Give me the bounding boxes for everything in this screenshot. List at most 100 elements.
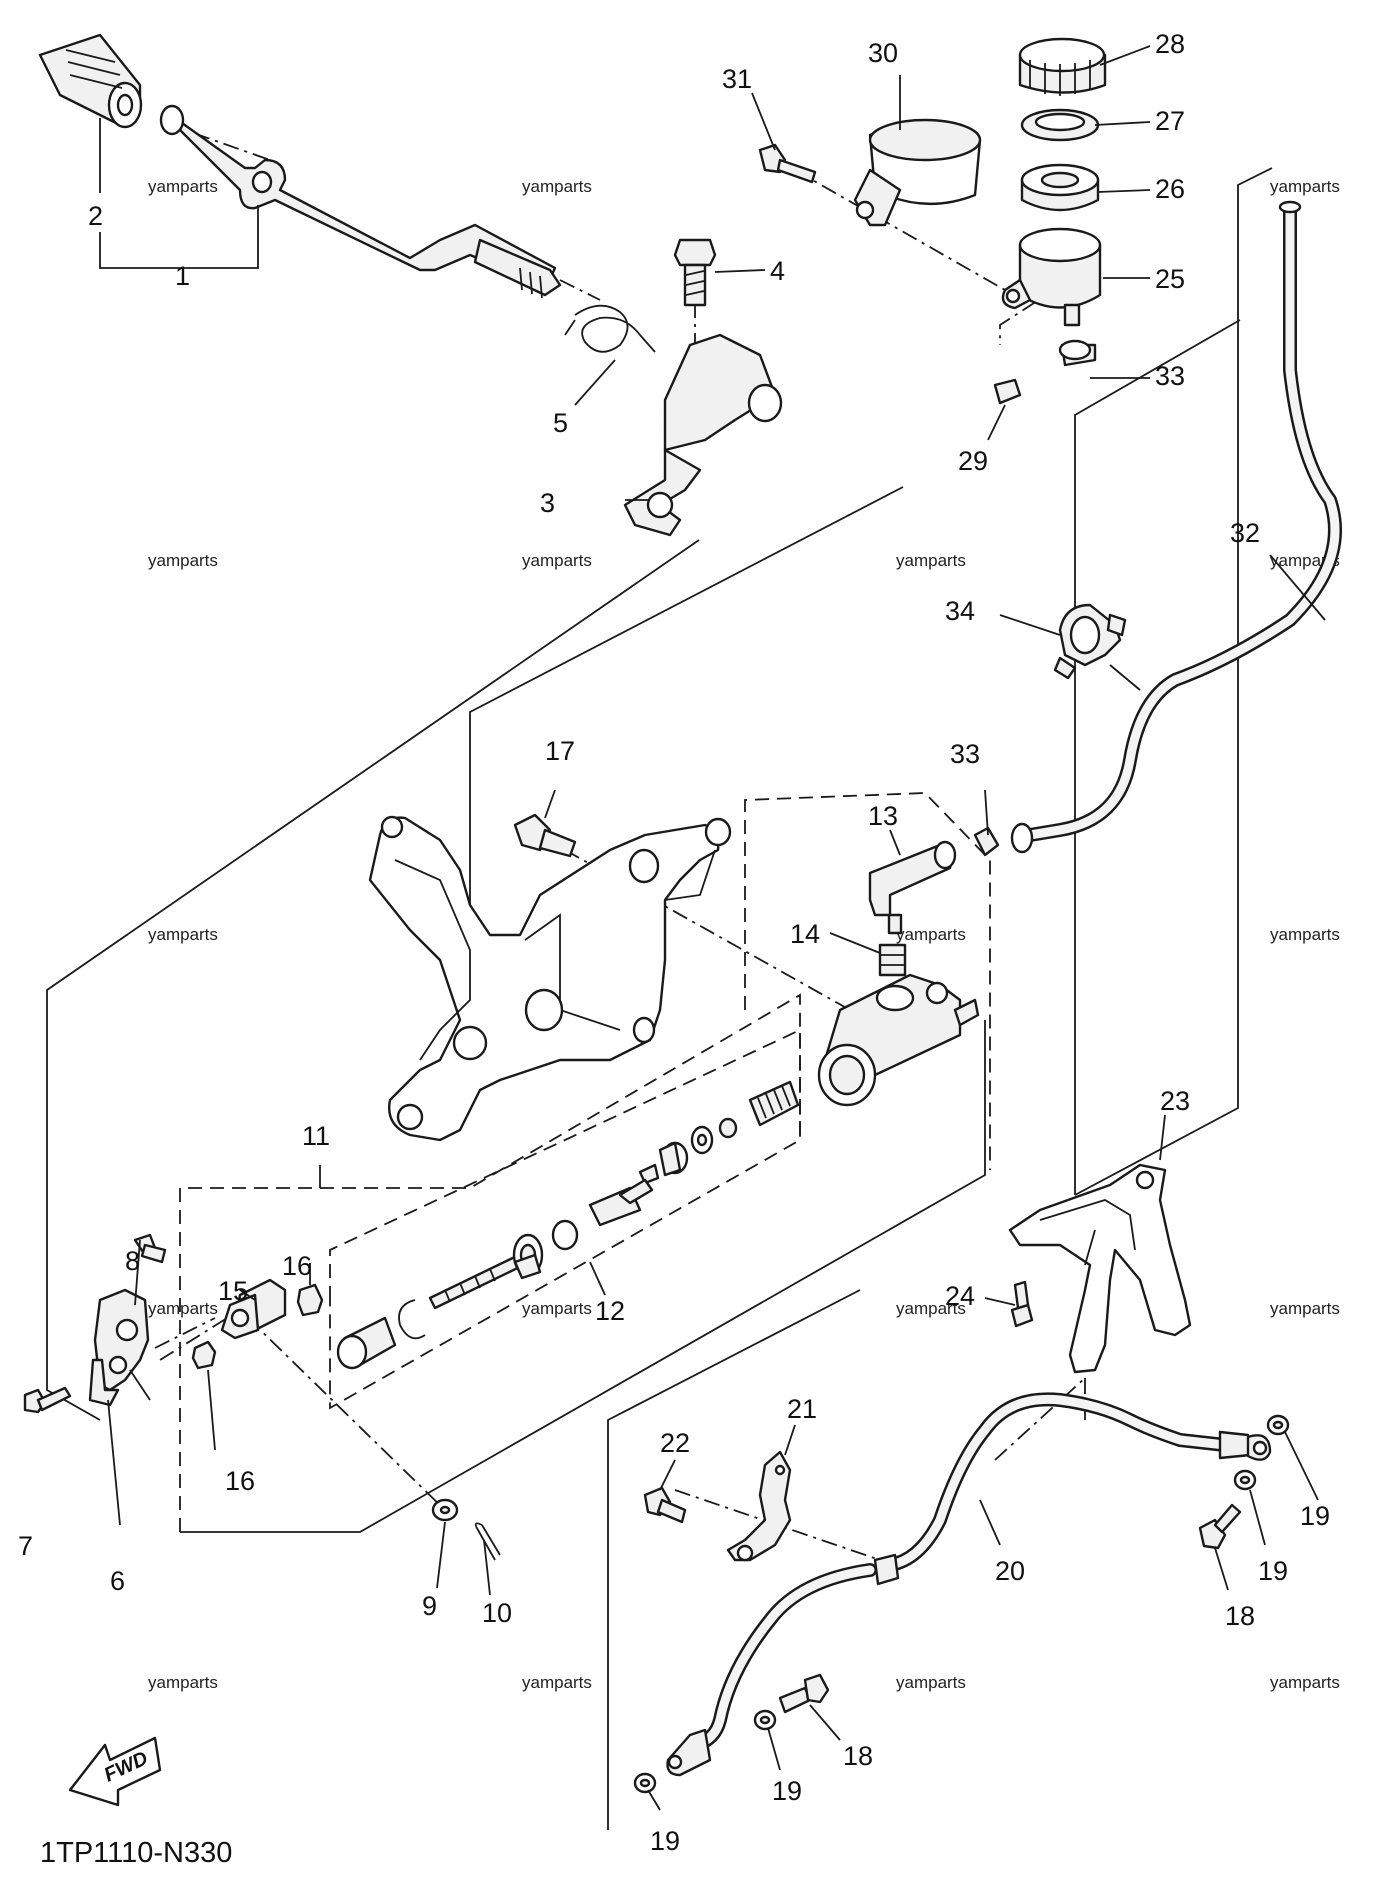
arm-bolt [23, 1386, 72, 1414]
hex-nut [296, 1283, 324, 1317]
reservoir-holder [853, 118, 982, 227]
leader-lines [99, 45, 1326, 1811]
callout-number: 14 [790, 919, 820, 949]
watermark-text: yamparts [1270, 1673, 1340, 1692]
callout-number: 28 [1155, 29, 1185, 59]
forward-arrow-icon: FWD [68, 1736, 162, 1807]
pedal-bracket [623, 333, 783, 537]
callout-number: 3 [540, 488, 555, 518]
watermark-text: yamparts [522, 1673, 592, 1692]
callout-number: 17 [545, 736, 575, 766]
plain-washer [431, 1498, 459, 1522]
copper-washer [1266, 1414, 1290, 1436]
callout-number: 12 [595, 1296, 625, 1326]
callout-number: 33 [950, 739, 980, 769]
callout-number: 34 [945, 596, 975, 626]
watermark-text: yamparts [522, 551, 592, 570]
hose-holder [726, 1450, 792, 1562]
shift-pedal-lever [159, 104, 562, 299]
hose-guide [1008, 1163, 1192, 1374]
watermark-text: yamparts [148, 1299, 218, 1318]
watermark-text: yamparts [148, 925, 218, 944]
hose-clip [973, 826, 1000, 857]
watermark-text: yamparts [1270, 1299, 1340, 1318]
copper-washer [633, 1772, 657, 1794]
kit-outline-11 [179, 993, 801, 1532]
flange-bolt [673, 238, 717, 307]
callout-number: 9 [422, 1591, 437, 1621]
watermark-grid: yamparts yamparts yamparts yamparts yamp… [148, 177, 1340, 1692]
watermark-text: yamparts [148, 1673, 218, 1692]
callout-number: 15 [218, 1276, 248, 1306]
callout-number: 27 [1155, 106, 1185, 136]
callout-number: 5 [553, 408, 568, 438]
guide-bolt [1010, 1280, 1034, 1328]
callout-number: 21 [787, 1394, 817, 1424]
piston-kit [336, 1080, 800, 1370]
axis-line [994, 1377, 1086, 1461]
callout-number: 20 [995, 1556, 1025, 1586]
axis-line [154, 1317, 216, 1349]
brake-arm [88, 1288, 150, 1407]
return-spring [564, 304, 656, 353]
watermark-text: yamparts [896, 1673, 966, 1692]
hose-clip [1058, 339, 1097, 367]
callout-labels: 2 1 3 4 5 6 7 8 9 10 11 12 13 14 15 16 1… [18, 29, 1330, 1856]
watermark-text: yamparts [148, 551, 218, 570]
callout-number: 31 [722, 64, 752, 94]
axis-line [164, 122, 271, 161]
watermark-text: yamparts [896, 925, 966, 944]
assembly-line [607, 1289, 861, 1830]
hose-clamp [1053, 603, 1127, 680]
watermark-text: yamparts [522, 177, 592, 196]
master-cylinder-body [817, 973, 980, 1107]
callout-number: 19 [772, 1776, 802, 1806]
axis-line [247, 1317, 446, 1511]
callout-number: 11 [302, 1121, 330, 1151]
hex-nut [191, 1340, 217, 1370]
reservoir-tank [1001, 227, 1102, 327]
callout-number: 7 [18, 1531, 33, 1561]
callout-number: 18 [1225, 1601, 1255, 1631]
callout-number: 13 [868, 801, 898, 831]
cotter-pin [474, 1522, 501, 1561]
axis-line [159, 1309, 241, 1361]
callout-number: 16 [282, 1251, 312, 1281]
callout-number: 32 [1230, 518, 1260, 548]
union-bolt [1198, 1503, 1242, 1550]
callout-number: 2 [88, 201, 103, 231]
copper-washer [1233, 1469, 1257, 1491]
watermark-text: yamparts [148, 177, 218, 196]
assembly-line [46, 539, 700, 1421]
assembly-line [180, 1020, 986, 1533]
callout-number: 8 [125, 1246, 140, 1276]
callout-number: 19 [1300, 1501, 1330, 1531]
watermark-text: yamparts [1270, 177, 1340, 196]
callout-number: 19 [650, 1826, 680, 1856]
callout-number: 4 [770, 256, 785, 286]
callout-number: 18 [843, 1741, 873, 1771]
assembly-line [1074, 319, 1241, 1195]
hose-joint-elbow [868, 840, 957, 935]
watermark-text: yamparts [522, 1299, 592, 1318]
callout-number: 24 [945, 1281, 975, 1311]
callout-number: 6 [110, 1566, 125, 1596]
o-ring-seal [878, 943, 907, 977]
brake-hose [666, 1392, 1272, 1777]
axis-line [559, 279, 601, 301]
callout-number: 22 [660, 1428, 690, 1458]
callout-number: 1 [175, 261, 190, 291]
axis-line [794, 169, 1006, 291]
callout-number: 29 [958, 446, 988, 476]
callout-number: 30 [868, 38, 898, 68]
bracket-bolt [513, 813, 577, 858]
callout-number: 19 [1258, 1556, 1288, 1586]
diaphragm-plate [1020, 108, 1100, 142]
reservoir-cap [1018, 37, 1107, 96]
watermark-text: yamparts [896, 551, 966, 570]
callout-number: 16 [225, 1466, 255, 1496]
diagram-code: 1TP1110-N330 [40, 1837, 232, 1869]
shift-pedal-rubber [38, 33, 143, 129]
union-bolt [778, 1673, 830, 1714]
